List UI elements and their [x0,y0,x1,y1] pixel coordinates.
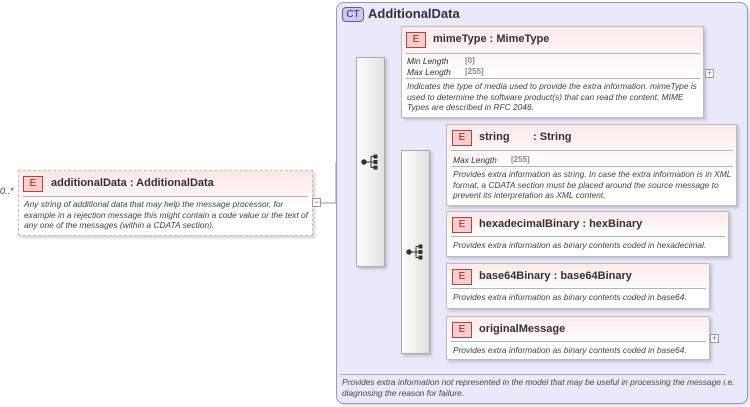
element-type: base64Binary [560,270,632,282]
facet-label: Min Length [407,56,449,66]
cardinality-label: 0..* [0,186,14,196]
sequence-icon [361,154,378,170]
name-type-separator: : [550,270,561,282]
complex-type-description: Provides extra information not represent… [342,377,735,398]
facet-value: [255] [465,67,484,76]
element-title: hexadecimalBinary : hexBinary [479,218,642,230]
element-badge: E [452,269,472,285]
name-type-separator: : [486,33,497,45]
element-description: Any string of additional data that may h… [24,199,308,231]
element-badge: E [23,176,43,192]
element-name: string [479,131,510,143]
element-name: additionalData [51,177,127,189]
element-description: Provides extra information as binary con… [453,292,687,302]
name-type-separator: : [126,177,137,189]
title-separator [23,196,308,197]
element-description: Provides extra information as string. In… [453,169,732,201]
element-title: mimeType : MimeType [433,33,549,45]
title-separator [451,150,733,151]
element-title: string [479,131,510,143]
element-name: base64Binary [479,270,551,282]
element-type: : String [533,131,572,143]
element-badge: E [452,322,472,338]
complex-type-badge: CT [342,7,364,22]
title-separator [451,236,725,237]
expand-toggle[interactable]: + [705,68,714,78]
element-hexadecimalBinary[interactable]: E hexadecimalBinary : hexBinary Provides… [446,211,729,257]
facet-value: [0] [465,56,475,65]
title-separator [406,53,700,54]
element-name: mimeType [433,33,487,45]
expand-toggle[interactable]: + [710,333,719,343]
element-title: originalMessage [479,323,565,335]
facet-separator [406,78,700,79]
element-badge: E [452,130,472,146]
element-title: base64Binary : base64Binary [479,270,632,282]
element-badge: E [406,32,426,48]
collapse-toggle[interactable]: − [312,197,321,207]
element-originalMessage[interactable]: E originalMessage Provides extra informa… [446,316,710,360]
element-badge: E [452,217,472,233]
facet-value: [255] [511,155,530,164]
title-separator [451,341,706,342]
element-name: hexadecimalBinary [479,218,580,230]
facet-label: Max Length [453,155,497,165]
element-description: Provides extra information as binary con… [453,240,707,250]
complex-type-separator [340,374,726,375]
element-base64Binary[interactable]: E base64Binary : base64Binary Provides e… [446,263,710,309]
facet-label: Max Length [407,67,451,77]
title-separator [451,288,706,289]
element-type: hexBinary [589,218,643,230]
element-mimeType[interactable]: E mimeType : MimeType Min Length [0] Max… [401,26,704,118]
name-type-separator: : [579,218,590,230]
sequence-icon [406,244,423,260]
complex-type-title: AdditionalData [368,6,460,21]
element-name: originalMessage [479,323,566,335]
element-description: Provides extra information as binary con… [453,345,687,355]
element-description: Indicates the type of media used to prov… [407,81,697,113]
element-type: AdditionalData [136,177,214,189]
facet-separator [451,166,733,167]
element-type: MimeType [496,33,550,45]
element-title: additionalData : AdditionalData [51,177,214,189]
root-element-additionalData[interactable]: E additionalData : AdditionalData Any st… [18,170,313,236]
element-string[interactable]: E string : String Max Length [255] Provi… [446,124,737,206]
